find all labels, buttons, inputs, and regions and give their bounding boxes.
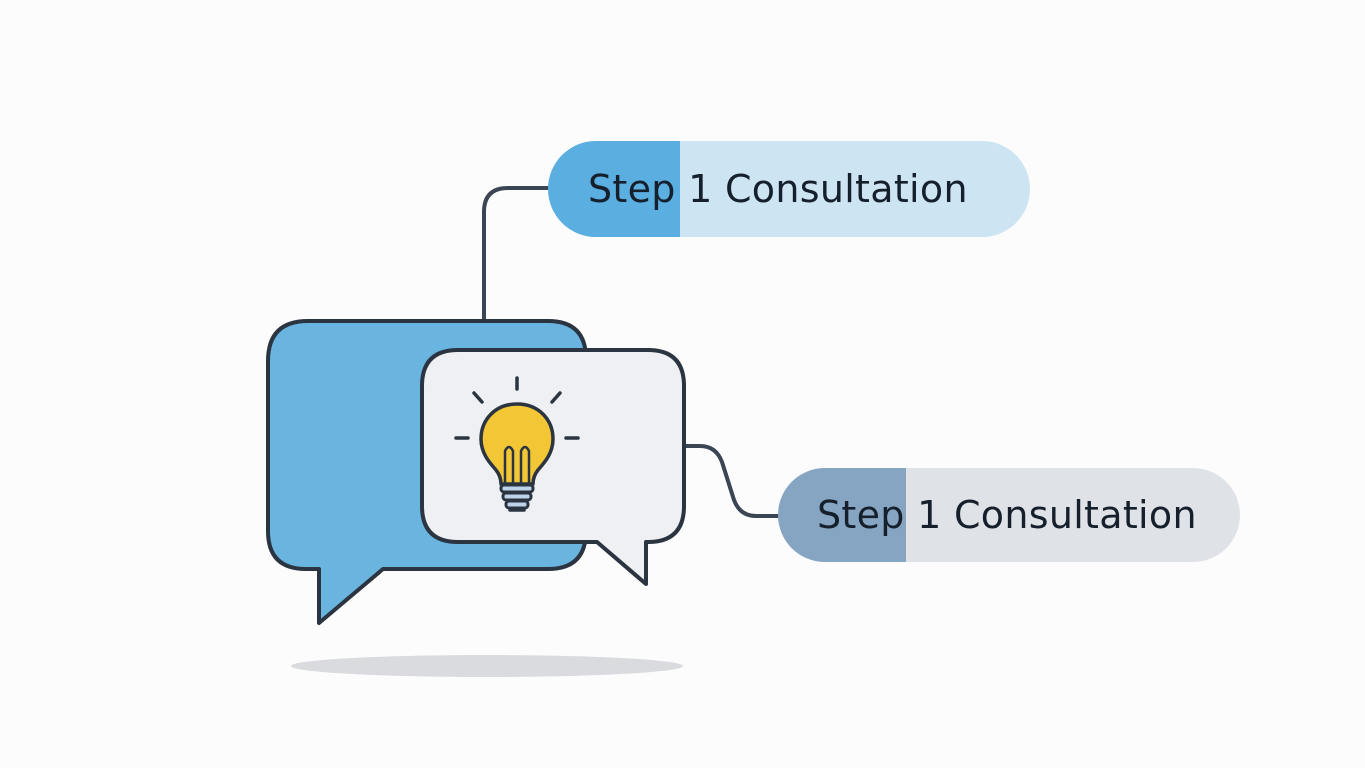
step-label-top: Step 1 Consultation	[588, 167, 968, 211]
connector-line-top	[482, 186, 554, 322]
ground-shadow	[291, 655, 683, 677]
step-pill-bottom-accent	[778, 468, 906, 562]
lightbulb-icon	[454, 376, 580, 512]
speech-bubble-icon	[420, 348, 686, 586]
step-pill-bottom	[778, 468, 1240, 562]
step-pill-top	[548, 141, 1030, 237]
step-label-bottom: Step 1 Consultation	[817, 493, 1197, 537]
connector-line-bottom	[682, 444, 784, 518]
step-pill-top-accent	[548, 141, 680, 237]
